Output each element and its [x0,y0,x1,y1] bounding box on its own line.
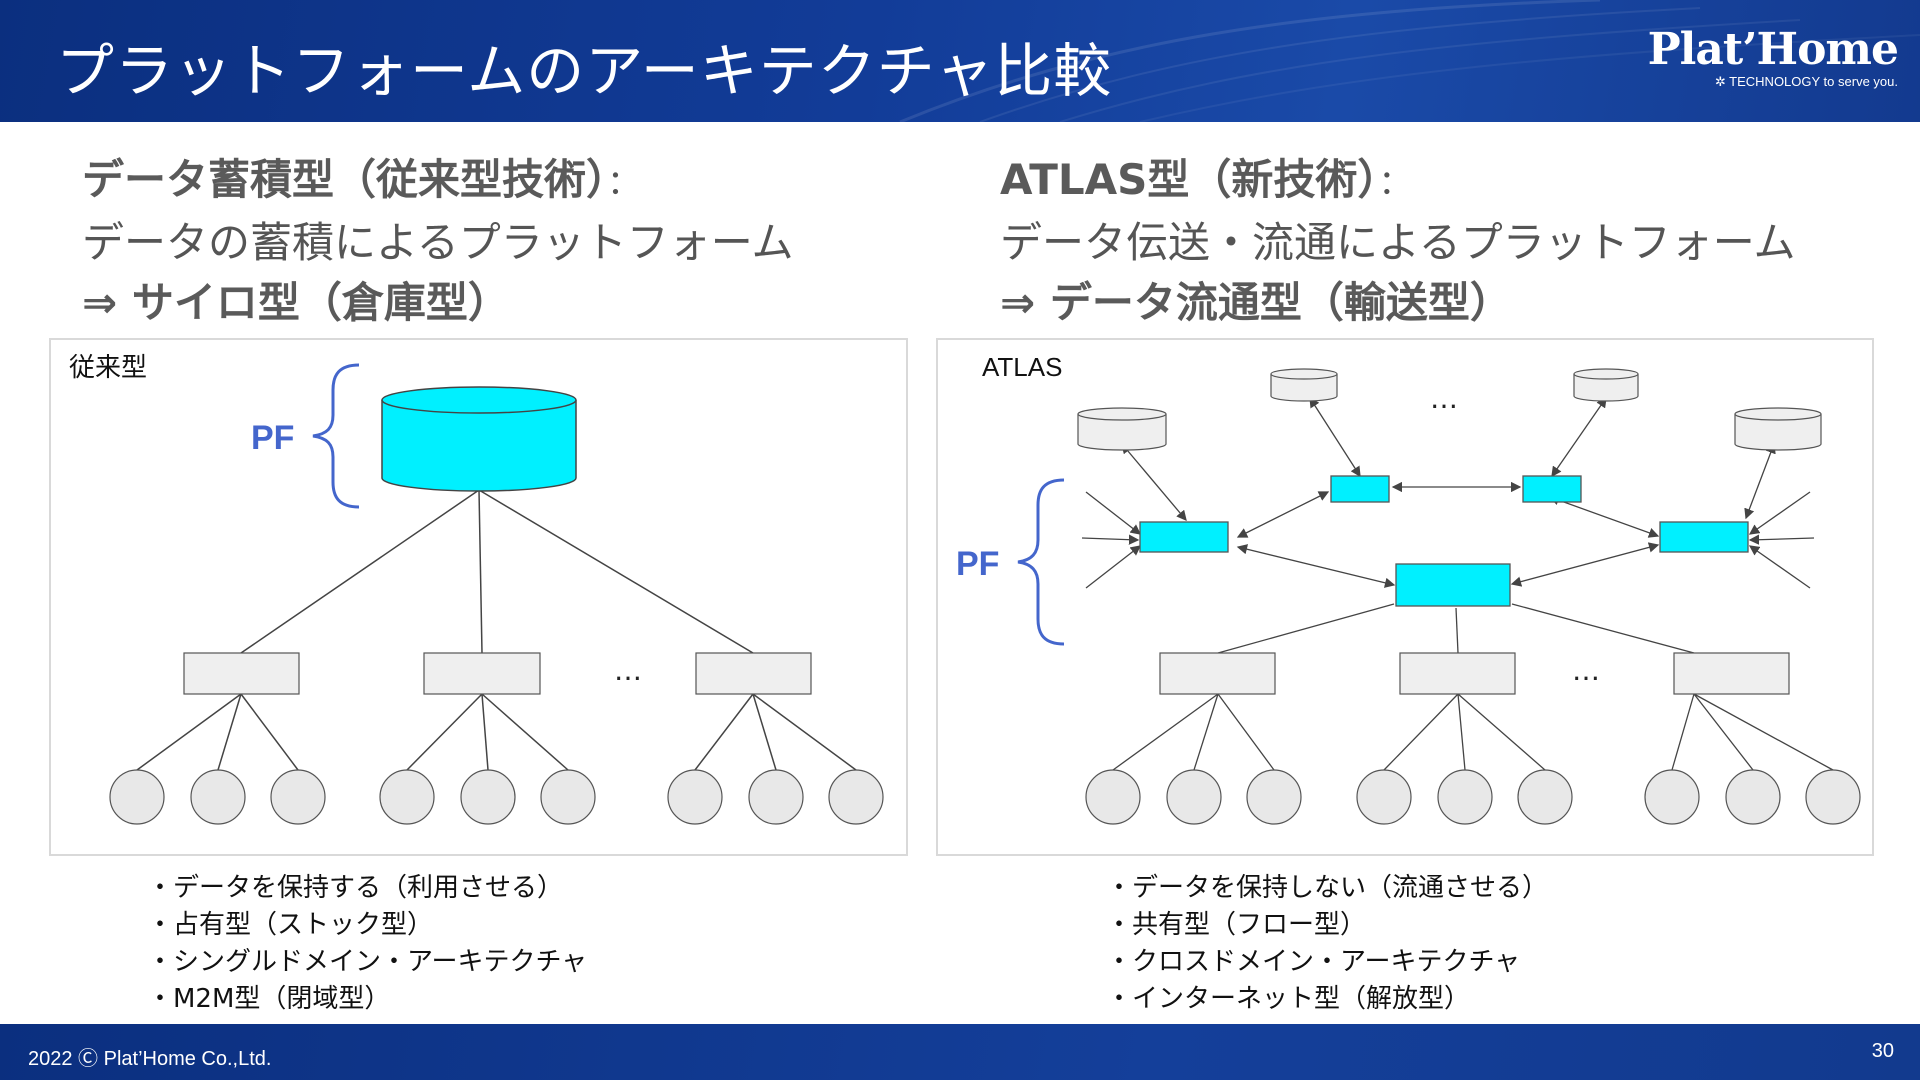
atlas-ellipsis-top: … [1430,382,1458,415]
silo-node-box [423,652,541,695]
atlas-ellipsis-bottom: … [1572,654,1600,687]
left-heading-result: ⇒ サイロ型（倉庫型） [82,278,510,327]
pf-node-left [1139,521,1229,553]
device-circle [460,769,516,825]
left-heading-title: データ蓄積型（従来型技術） [82,155,608,204]
device-circle [1356,769,1412,825]
company-logo: Plat’Home ✲ TECHNOLOGY to serve you. [1647,24,1899,90]
left-heading-colon: ： [607,163,642,203]
silo-diagram: 従来型 PF … [69,353,884,825]
header-swirl-decoration [899,0,1920,122]
storage-cylinder-icon [1734,407,1822,451]
device-circle [1644,769,1700,825]
atlas-pf-brace-icon [1017,478,1065,646]
atlas-diagram: ATLAS … … PF [956,352,1861,825]
right-heading-result: ⇒ データ流通型（輸送型） [1000,278,1512,327]
device-circle [109,769,165,825]
atlas-bullet-list: ・データを保持しない（流通させる） ・共有型（フロー型） ・クロスドメイン・アー… [1106,870,1548,1018]
atlas-storage-icons [1077,368,1822,451]
list-item: ・インターネット型（解放型） [1106,984,1471,1014]
device-circle [540,769,596,825]
list-item: ・占有型（ストック型） [147,910,434,940]
silo-links [136,489,857,771]
list-item: ・データを保持しない（流通させる） [1106,873,1549,903]
silo-node-box [183,652,300,695]
storage-cylinder-icon [1077,407,1167,451]
list-item: ・シングルドメイン・アーキテクチャ [147,947,588,977]
device-circle [1725,769,1781,825]
left-heading-subtitle: データの蓄積によるプラットフォーム [82,218,794,267]
silo-device-circles [109,769,884,825]
pf-node-hub [1395,563,1511,607]
pf-node-top-left [1330,475,1390,503]
left-heading: データ蓄積型（従来型技術）： データの蓄積によるプラットフォーム ⇒ サイロ型（… [82,150,793,333]
silo-diagram-panel: 従来型 PF … [49,338,908,856]
logo-wordmark: Plat’Home [1647,24,1899,75]
silo-ellipsis: … [614,654,642,687]
central-database-icon [381,386,577,492]
atlas-links [1081,396,1815,589]
list-item: ・M2M型（閉域型） [147,984,391,1014]
footer-bar: 2022 Ⓒ Plat’Home Co.,Ltd. 30 [0,1024,1920,1080]
right-heading-title: ATLAS型（新技術） [1000,155,1379,204]
atlas-node-box [1159,652,1276,695]
atlas-hub-links [1112,603,1834,771]
logo-mark-icon: ✲ [1714,74,1730,89]
list-item: ・クロスドメイン・アーキテクチャ [1106,947,1521,977]
atlas-node-box [1399,652,1516,695]
device-circle [1246,769,1302,825]
atlas-pf-nodes [1139,475,1749,607]
atlas-panel-label: ATLAS [982,352,1062,382]
silo-node-box [695,652,812,695]
header-bar: プラットフォームのアーキテクチャ比較 Plat’Home ✲ TECHNOLOG… [0,0,1920,122]
silo-panel-label: 従来型 [69,353,147,383]
atlas-pf-label: PF [956,545,999,583]
silo-pf-label: PF [251,419,294,457]
storage-cylinder-icon [1573,368,1639,402]
device-circle [379,769,435,825]
right-heading: ATLAS型（新技術）： データ伝送・流通によるプラットフォーム ⇒ データ流通… [1000,150,1795,333]
device-circle [1437,769,1493,825]
silo-bullet-list: ・データを保持する（利用させる） ・占有型（ストック型） ・シングルドメイン・ア… [147,870,587,1018]
pf-node-right [1659,521,1749,553]
atlas-diagram-panel: ATLAS … … PF [936,338,1874,856]
atlas-device-circles [1085,769,1861,825]
page-title: プラットフォームのアーキテクチャ比較 [56,37,1113,105]
device-circle [1166,769,1222,825]
right-heading-subtitle: データ伝送・流通によるプラットフォーム [1000,218,1796,267]
storage-cylinder-icon [1270,368,1338,402]
atlas-node-box [1673,652,1790,695]
device-circle [748,769,804,825]
device-circle [190,769,246,825]
right-heading-colon: ： [1378,163,1413,203]
list-item: ・データを保持する（利用させる） [147,873,564,903]
copyright-text: 2022 Ⓒ Plat’Home Co.,Ltd. [28,1048,272,1070]
device-circle [1085,769,1141,825]
page-number: 30 [1871,1040,1894,1062]
device-circle [1805,769,1861,825]
device-circle [667,769,723,825]
list-item: ・共有型（フロー型） [1106,910,1367,940]
device-circle [1517,769,1573,825]
logo-tagline: TECHNOLOGY to serve you. [1729,74,1898,89]
pf-brace-icon [312,363,360,509]
pf-node-top-right [1522,475,1582,503]
device-circle [270,769,326,825]
device-circle [828,769,884,825]
